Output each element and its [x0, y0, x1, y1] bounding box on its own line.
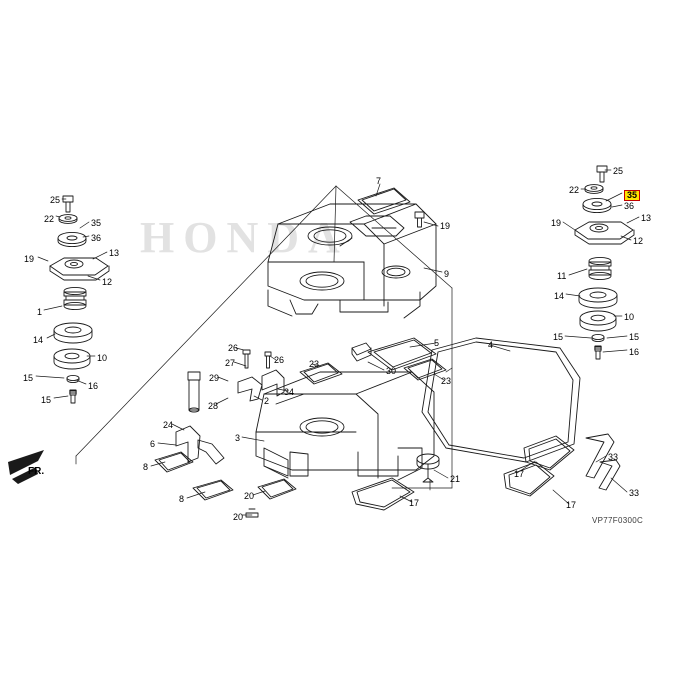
callout-number-1[interactable]: 1 — [37, 307, 43, 317]
gasket-8a — [154, 451, 194, 473]
callout-number-8[interactable]: 8 — [179, 494, 185, 504]
callout-number-21[interactable]: 21 — [450, 474, 461, 484]
honda-watermark: HONDA — [140, 213, 349, 262]
callout-number-22[interactable]: 22 — [569, 185, 580, 195]
callout-number-14[interactable]: 14 — [33, 335, 44, 345]
callout-number-20[interactable]: 20 — [244, 491, 255, 501]
callout-number-9[interactable]: 9 — [444, 269, 450, 279]
callout-number-17[interactable]: 17 — [514, 469, 525, 479]
callout-number-13[interactable]: 13 — [641, 213, 652, 223]
gasket-23b — [403, 358, 447, 381]
callout-number-16[interactable]: 16 — [629, 347, 640, 357]
callout-number-25[interactable]: 25 — [613, 166, 624, 176]
callout-number-15[interactable]: 15 — [41, 395, 52, 405]
callout-number-15[interactable]: 15 — [23, 373, 34, 383]
callout-number-2[interactable]: 2 — [264, 396, 270, 406]
gasket-7 — [357, 187, 411, 215]
fr-arrow — [8, 450, 44, 484]
callout-number-25[interactable]: 25 — [50, 195, 61, 205]
callout-number-14[interactable]: 14 — [554, 291, 565, 301]
leader-lines — [35, 169, 640, 516]
callout-number-20[interactable]: 20 — [233, 512, 244, 522]
callout-number-35[interactable]: 35 — [91, 218, 102, 228]
upper-case-body — [267, 203, 437, 319]
callout-number-33[interactable]: 33 — [608, 452, 619, 462]
callout-number-26[interactable]: 26 — [228, 343, 239, 353]
callout-number-4[interactable]: 4 — [488, 340, 494, 350]
callout-number-28[interactable]: 28 — [208, 401, 219, 411]
callout-number-22[interactable]: 22 — [44, 214, 55, 224]
callout-number-34[interactable]: 34 — [284, 387, 295, 397]
callout-number-15[interactable]: 15 — [553, 332, 564, 342]
callout-number-29[interactable]: 29 — [209, 373, 220, 383]
part-code-label: VP77F0300C — [592, 516, 644, 525]
callout-number-12[interactable]: 12 — [102, 277, 113, 287]
main-gasket-4 — [421, 337, 581, 463]
callout-number-36[interactable]: 36 — [624, 201, 635, 211]
gasket-23a — [299, 362, 343, 385]
callout-number-7[interactable]: 7 — [376, 176, 382, 186]
callout-number-23[interactable]: 23 — [441, 376, 452, 386]
gasket-17b — [523, 435, 575, 471]
gasket-8b — [192, 479, 234, 501]
callout-number-36[interactable]: 36 — [91, 233, 102, 243]
left-stack-group — [49, 195, 110, 404]
callout-number-8[interactable]: 8 — [143, 462, 149, 472]
callout-number-13[interactable]: 13 — [109, 248, 120, 258]
callout-number-17[interactable]: 17 — [566, 500, 577, 510]
callout-number-16[interactable]: 16 — [88, 381, 99, 391]
gasket-5 — [367, 337, 437, 371]
lower-case-body — [255, 371, 440, 483]
callout-number-33[interactable]: 33 — [629, 488, 640, 498]
callout-number-35-highlighted[interactable]: 35 — [624, 190, 641, 201]
callout-number-12[interactable]: 12 — [633, 236, 644, 246]
callout-number-30[interactable]: 30 — [386, 366, 397, 376]
right-stack-group — [574, 165, 635, 360]
callout-number-23[interactable]: 23 — [309, 359, 320, 369]
callout-number-11[interactable]: 11 — [557, 271, 567, 281]
callout-number-10[interactable]: 10 — [624, 312, 635, 322]
fr-direction-label: FR. — [28, 466, 45, 477]
gasket-17a — [351, 477, 415, 511]
callout-number-5[interactable]: 5 — [434, 338, 440, 348]
callout-number-27[interactable]: 27 — [225, 358, 236, 368]
callout-number-15[interactable]: 15 — [629, 332, 640, 342]
callout-number-19[interactable]: 19 — [551, 218, 562, 228]
callout-number-19[interactable]: 19 — [24, 254, 35, 264]
callout-number-24[interactable]: 24 — [163, 420, 174, 430]
construction-lines — [75, 185, 453, 491]
gasket-20a — [257, 478, 297, 500]
callout-number-17[interactable]: 17 — [409, 498, 420, 508]
callout-number-10[interactable]: 10 — [97, 353, 108, 363]
callout-number-3[interactable]: 3 — [235, 433, 241, 443]
callout-number-26[interactable]: 26 — [274, 355, 285, 365]
callout-number-19[interactable]: 19 — [440, 221, 451, 231]
callout-number-6[interactable]: 6 — [150, 439, 156, 449]
